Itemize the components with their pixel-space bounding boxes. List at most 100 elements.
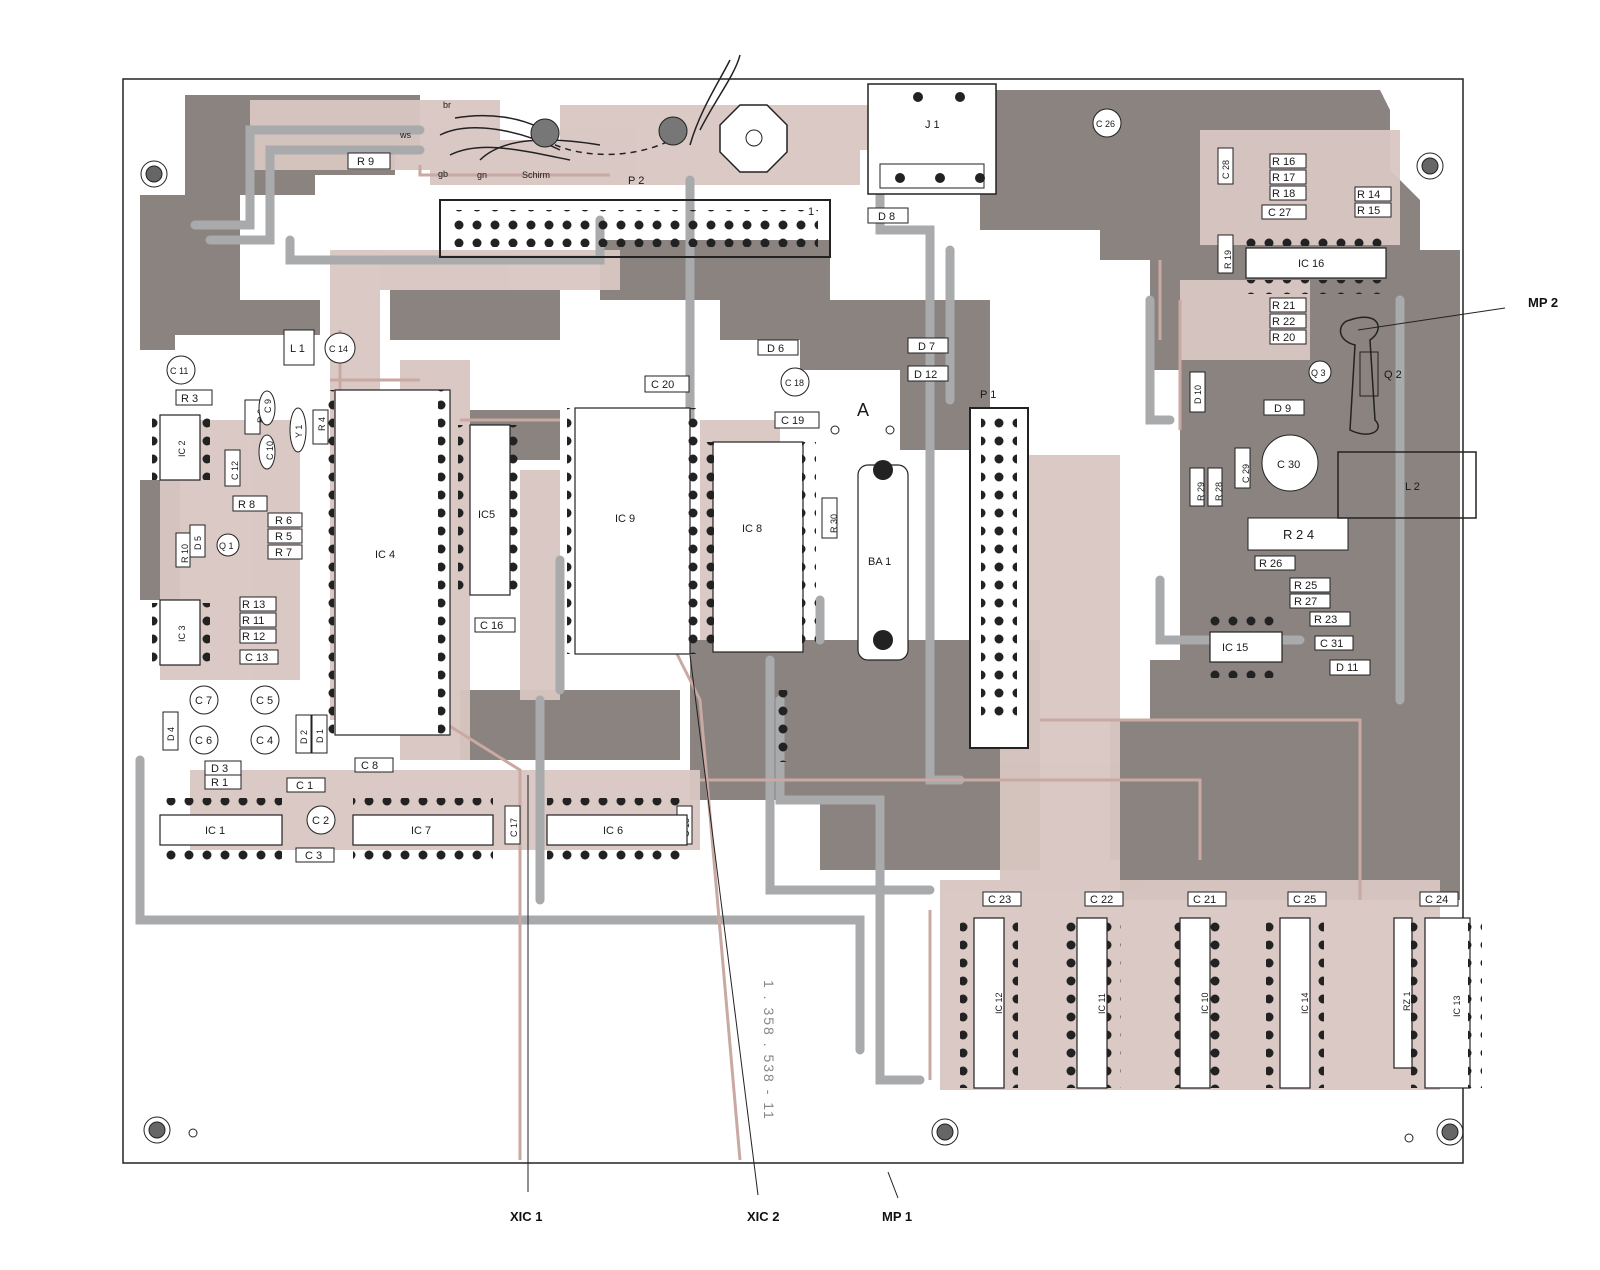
d12-label: D 12	[914, 369, 937, 381]
c8-label: C 8	[361, 760, 378, 772]
d10-label: D 10	[1193, 385, 1203, 404]
large-pad-octagon	[719, 104, 788, 173]
l1-label: L 1	[290, 343, 305, 355]
ic12-label: IC 12	[994, 992, 1004, 1014]
c28-label: C 28	[1221, 160, 1231, 179]
c23-label: C 23	[988, 894, 1011, 906]
ic-packages	[159, 247, 1471, 1089]
r22-label: R 22	[1272, 316, 1295, 328]
r12-label: R 12	[242, 631, 265, 643]
c16-label: C 16	[480, 620, 503, 632]
wire-br-label: br	[443, 100, 451, 110]
c6-label: C 6	[195, 735, 212, 747]
diodes	[162, 207, 1371, 776]
mounting-hole	[1421, 157, 1439, 175]
r10-label: R 10	[180, 544, 190, 563]
q1-label: Q 1	[219, 541, 234, 551]
ic5-label: IC5	[478, 509, 495, 521]
mounting-hole	[145, 165, 163, 183]
r16-label: R 16	[1272, 156, 1295, 168]
ic3-label: IC 3	[177, 625, 187, 642]
wire-ws-label: ws	[399, 130, 411, 140]
callout-xic2: XIC 2	[747, 1209, 780, 1224]
c26-label: C 26	[1096, 119, 1115, 129]
callout-lines	[527, 307, 1506, 1199]
p2-label: P 2	[628, 175, 644, 187]
c12-label: C 12	[230, 461, 240, 480]
c27-label: C 27	[1268, 207, 1291, 219]
wire-schirm-label: Schirm	[522, 170, 550, 180]
ic1-label: IC 1	[205, 825, 225, 837]
capacitors-round	[166, 108, 1319, 835]
ic13-label: IC 13	[1452, 995, 1462, 1017]
transistors	[216, 360, 1332, 557]
mounting-hole	[148, 1121, 166, 1139]
c19-label: C 19	[781, 415, 804, 427]
capacitors-rect	[224, 147, 1459, 907]
resistors	[175, 152, 1392, 790]
ba1-label: BA 1	[868, 556, 891, 568]
d3-label: D 3	[211, 763, 228, 775]
ic2-label: IC 2	[177, 440, 187, 457]
ic15-label: IC 15	[1222, 642, 1248, 654]
r28-label: R 28	[1214, 482, 1224, 501]
c30-label: C 30	[1277, 459, 1300, 471]
r18-label: R 18	[1272, 188, 1295, 200]
d9-label: D 9	[1274, 403, 1291, 415]
c1-label: C 1	[296, 780, 313, 792]
p2-pin1-label: 1	[808, 206, 814, 218]
r24-label: R 2 4	[1283, 527, 1314, 542]
r14-label: R 14	[1357, 189, 1380, 201]
callout-xic1: XIC 1	[510, 1209, 543, 1224]
ba1-pad-top	[873, 460, 893, 480]
r13-label: R 13	[242, 599, 265, 611]
ic14-label: IC 14	[1300, 992, 1310, 1014]
r7-label: R 7	[275, 547, 292, 559]
d8-label: D 8	[878, 211, 895, 223]
ba1-pad-bottom	[873, 630, 893, 650]
c24-label: C 24	[1425, 894, 1448, 906]
c21-label: C 21	[1193, 894, 1216, 906]
q2-heatsink	[1339, 316, 1379, 435]
d7-label: D 7	[918, 341, 935, 353]
r3-label: R 3	[181, 393, 198, 405]
c11-label: C 11	[170, 366, 188, 376]
r15-label: R 15	[1357, 205, 1380, 217]
c13-label: C 13	[245, 652, 268, 664]
c20-label: C 20	[651, 379, 674, 391]
d1-label: D 1	[315, 729, 325, 743]
inductor-l2	[1337, 451, 1477, 519]
ic-pins	[152, 232, 1482, 1088]
r25-label: R 25	[1294, 580, 1317, 592]
inductor-l1	[283, 329, 315, 366]
p1-label: P 1	[980, 389, 996, 401]
c3-label: C 3	[305, 850, 322, 862]
point-a-label: A	[857, 400, 869, 420]
ic11-label: IC 11	[1097, 993, 1107, 1014]
c10-label: C 10	[265, 441, 275, 460]
ic4-label: IC 4	[375, 549, 395, 561]
d5-label: D 5	[193, 536, 203, 550]
c17-label: C 17	[509, 818, 519, 837]
ic7-label: IC 7	[411, 825, 431, 837]
c14-label: C 14	[329, 344, 348, 354]
q2-label: Q 2	[1384, 369, 1402, 381]
ic16-label: IC 16	[1298, 258, 1324, 270]
board-id: 1 . 358 . 538 - 11	[761, 980, 777, 1121]
r19-label: R 19	[1223, 250, 1233, 269]
callout-mp2: MP 2	[1528, 295, 1558, 310]
mounting-holes	[145, 157, 1459, 1141]
q3-label: Q 3	[1311, 368, 1326, 378]
j1-label: J 1	[925, 119, 940, 131]
c29-label: C 29	[1241, 464, 1251, 483]
r17-label: R 17	[1272, 172, 1295, 184]
connector-j1: J 1	[867, 83, 997, 195]
r11-label: R 11	[242, 615, 264, 627]
r21-label: R 21	[1272, 300, 1295, 312]
shield-pad	[530, 118, 560, 148]
r6-label: R 6	[275, 515, 292, 527]
wire-gb-label: gb	[438, 169, 448, 179]
r9-label: R 9	[357, 156, 374, 168]
c2-label: C 2	[312, 815, 329, 827]
